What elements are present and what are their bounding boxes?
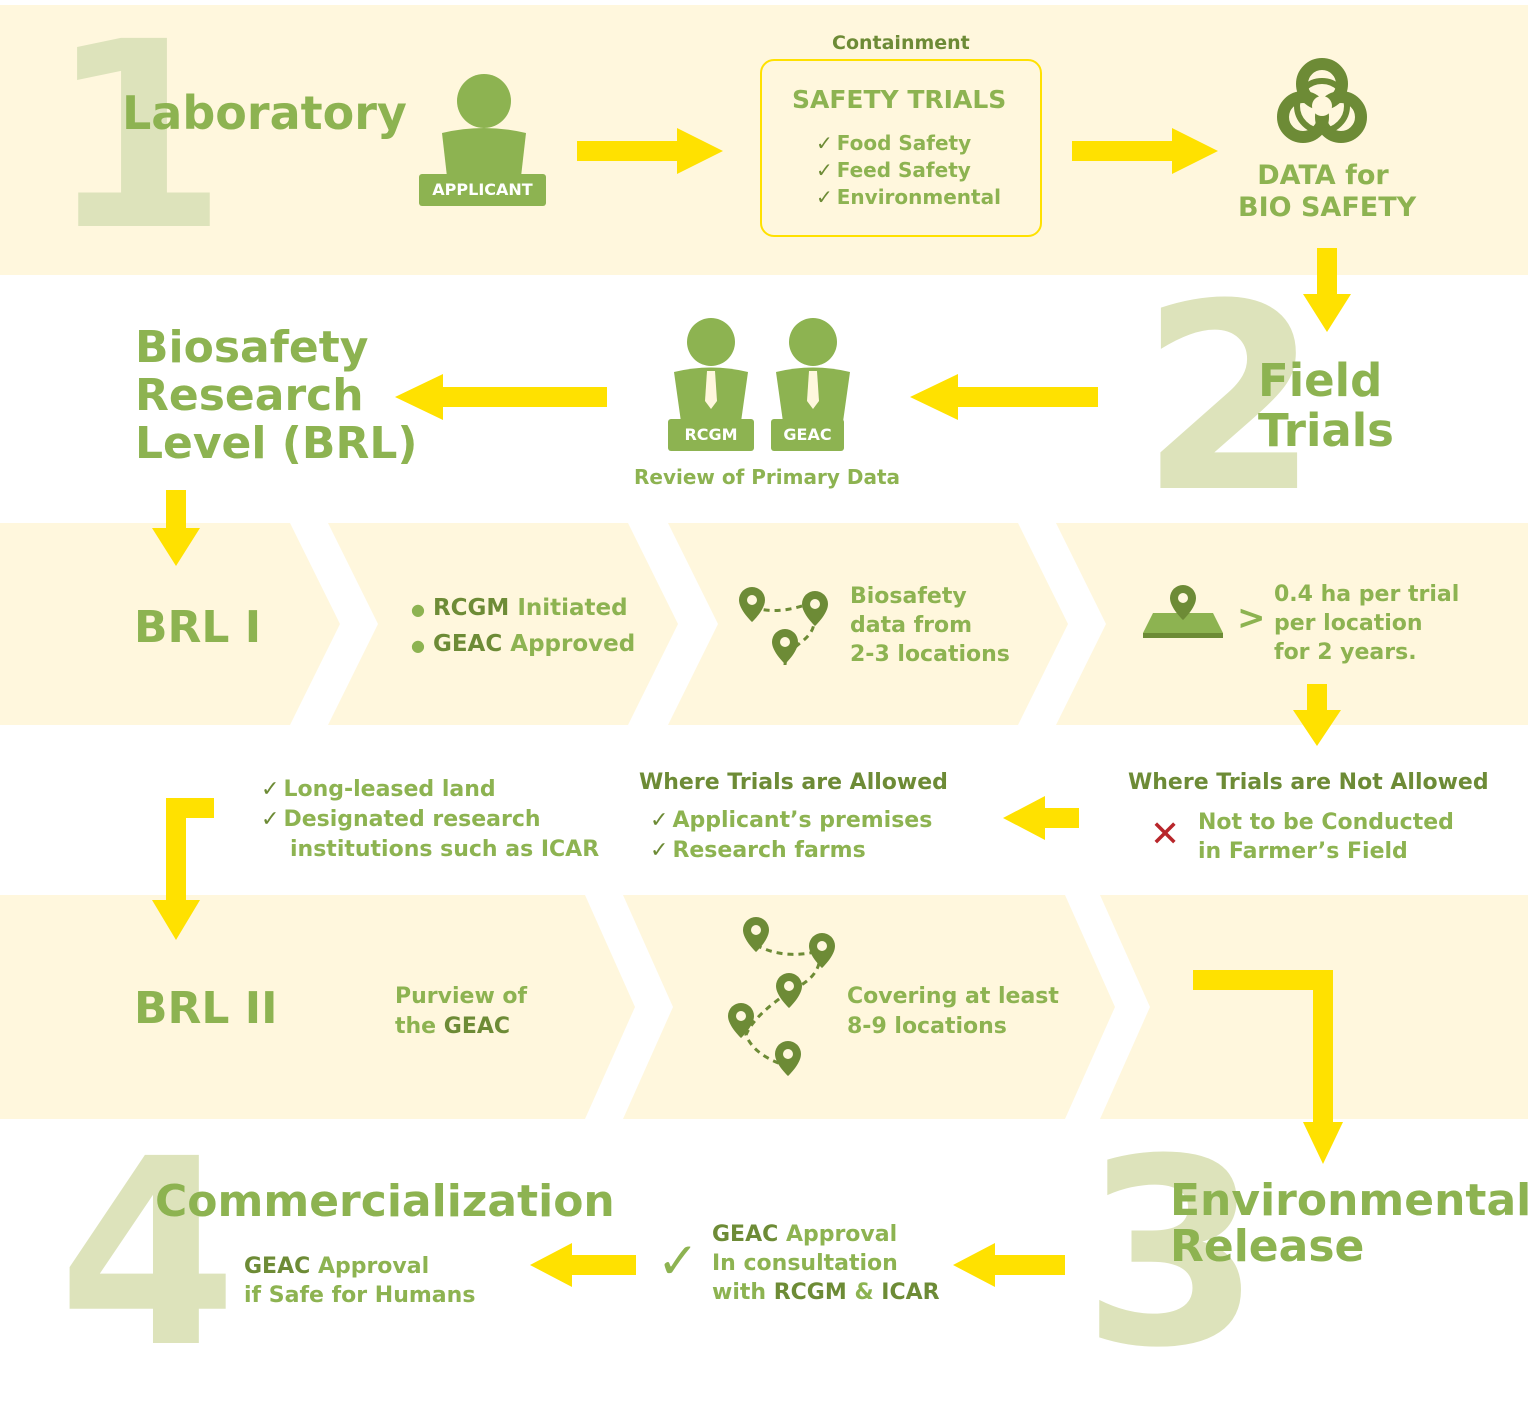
brl2-label: BRL II xyxy=(134,983,278,1034)
land-item-designated: ✓Designated research xyxy=(261,807,541,832)
bullet-icon: ● xyxy=(411,636,425,655)
arrow-trials-to-data xyxy=(1072,128,1218,174)
geac-label: GEAC xyxy=(771,419,844,451)
multi-locations-route-icon xyxy=(724,915,844,1090)
bullet-geac-approved: ●GEAC Approved xyxy=(411,631,636,657)
bullet-rcgm-initiated: ●RCGM Initiated xyxy=(411,595,628,621)
allowed-item-premises: ✓Applicant’s premises xyxy=(650,808,933,833)
arrow-brl2-to-env-release xyxy=(1193,970,1343,1164)
brl1-locations-text: Biosafety data from 2-3 locations xyxy=(850,584,1010,667)
not-allowed-text: Not to be Conducted in Farmer’s Field xyxy=(1198,810,1454,864)
applicant-label: APPLICANT xyxy=(419,174,546,206)
check-icon: ✓ xyxy=(261,807,280,832)
arrow-field-to-review xyxy=(910,374,1098,420)
not-allowed-title: Where Trials are Not Allowed xyxy=(1128,770,1489,795)
biohazard-icon xyxy=(1268,54,1376,154)
check-icon: ✓ xyxy=(650,808,669,833)
containment-label: Containment xyxy=(832,32,970,54)
brl1-chevron-row xyxy=(0,523,1528,725)
safety-items-list: ✓Food Safety ✓Feed Safety ✓Environmental xyxy=(816,130,1001,211)
step-number-1: 1 xyxy=(48,0,228,287)
arrow-data-to-field xyxy=(1303,248,1351,332)
check-icon: ✓ xyxy=(816,131,833,155)
check-icon: ✓ xyxy=(816,158,833,182)
brl1-label: BRL I xyxy=(134,602,262,653)
arrow-applicant-to-trials xyxy=(577,128,723,174)
allowed-item-research-farms: ✓Research farms xyxy=(650,838,866,863)
data-for-biosafety-text: DATA for BIO SAFETY xyxy=(1238,160,1417,223)
step-number-4: 4 xyxy=(58,1104,238,1404)
commercialization-title: Commercialization xyxy=(155,1176,615,1227)
step-number-2: 2 xyxy=(1140,249,1320,549)
cross-icon: ✕ xyxy=(1150,814,1181,855)
arrow-approval-to-commercialization xyxy=(530,1243,636,1287)
safety-trials-title: SAFETY TRIALS xyxy=(792,85,1007,114)
safety-trials-box xyxy=(760,59,1042,237)
review-primary-data-text: Review of Primary Data xyxy=(634,465,900,489)
check-icon: ✓ xyxy=(261,777,280,802)
allowed-items-list: ✓Applicant’s premises ✓Research farms xyxy=(650,806,932,866)
brl1-bullets: ●RCGM Initiated ●GEAC Approved xyxy=(411,591,635,663)
land-item-institutions: institutions such as ICAR xyxy=(290,837,600,862)
greater-than-symbol: > xyxy=(1237,598,1266,638)
arrow-notallowed-to-allowed xyxy=(1003,796,1079,840)
brl1-area-text: 0.4 ha per trial per location for 2 year… xyxy=(1274,582,1460,665)
bullet-icon: ● xyxy=(411,600,425,619)
land-plot-icon xyxy=(1143,583,1223,639)
arrow-brl-to-brl1 xyxy=(152,490,200,566)
rcgm-label: RCGM xyxy=(668,419,754,451)
commercialization-approval-text: GEAC Approval if Safe for Humans xyxy=(244,1254,476,1308)
arrow-area-to-notallowed xyxy=(1293,684,1341,746)
land-item-long-leased: ✓Long-leased land xyxy=(261,777,496,802)
safety-item-environmental: ✓Environmental xyxy=(816,185,1001,209)
check-icon: ✓ xyxy=(816,185,833,209)
safety-item-feed: ✓Feed Safety xyxy=(816,158,971,182)
large-check-icon: ✓ xyxy=(657,1232,699,1290)
arrow-review-to-brl xyxy=(395,374,607,420)
brl-title: Biosafety Research Level (BRL) xyxy=(135,322,418,469)
rcgm-person-icon xyxy=(668,317,754,429)
brl2-purview-text: Purview of the GEAC xyxy=(395,984,528,1039)
allowed-title: Where Trials are Allowed xyxy=(639,770,948,795)
geac-person-icon xyxy=(770,317,856,429)
locations-route-icon xyxy=(735,585,835,671)
arrow-env-to-approval xyxy=(953,1243,1065,1287)
field-trials-title: Field Trials xyxy=(1258,354,1394,457)
check-icon: ✓ xyxy=(650,838,669,863)
step-number-3: 3 xyxy=(1082,1104,1262,1404)
environmental-release-title: Environmental Release xyxy=(1170,1175,1528,1272)
arrow-bracket-to-brl2 xyxy=(152,798,214,940)
laboratory-title: Laboratory xyxy=(122,86,407,140)
land-items-list: ✓Long-leased land ✓Designated research i… xyxy=(261,775,599,865)
brl2-covering-text: Covering at least 8-9 locations xyxy=(847,984,1059,1039)
env-approval-text: GEAC Approval In consultation with RCGM … xyxy=(712,1222,940,1305)
safety-item-food: ✓Food Safety xyxy=(816,131,972,155)
